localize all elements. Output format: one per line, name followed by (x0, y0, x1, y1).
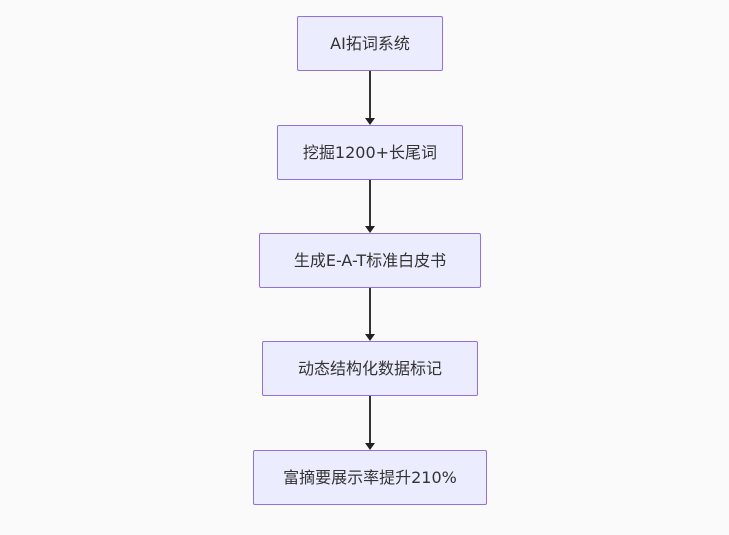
flowchart-node-2: 挖掘1200+长尾词 (277, 125, 463, 180)
arrow-head-icon (365, 334, 375, 341)
node-label: 挖掘1200+长尾词 (302, 142, 438, 162)
flowchart-node-1: AI拓词系统 (297, 16, 443, 71)
node-label: 动态结构化数据标记 (297, 358, 442, 378)
node-label: 生成E-A-T标准白皮书 (293, 250, 447, 270)
arrow-head-icon (365, 443, 375, 450)
flowchart-node-3: 生成E-A-T标准白皮书 (259, 233, 481, 288)
connector-arrow-4 (364, 396, 376, 450)
arrow-line (369, 180, 371, 227)
node-label: 富摘要展示率提升210% (283, 467, 457, 487)
node-label: AI拓词系统 (330, 33, 410, 53)
arrow-head-icon (365, 118, 375, 125)
arrow-line (369, 288, 371, 335)
arrow-line (369, 71, 371, 119)
arrow-head-icon (365, 226, 375, 233)
flowchart-node-4: 动态结构化数据标记 (262, 341, 478, 396)
arrow-line (369, 396, 371, 444)
flowchart-node-5: 富摘要展示率提升210% (253, 450, 487, 505)
connector-arrow-1 (364, 71, 376, 125)
connector-arrow-3 (364, 288, 376, 341)
connector-arrow-2 (364, 180, 376, 233)
